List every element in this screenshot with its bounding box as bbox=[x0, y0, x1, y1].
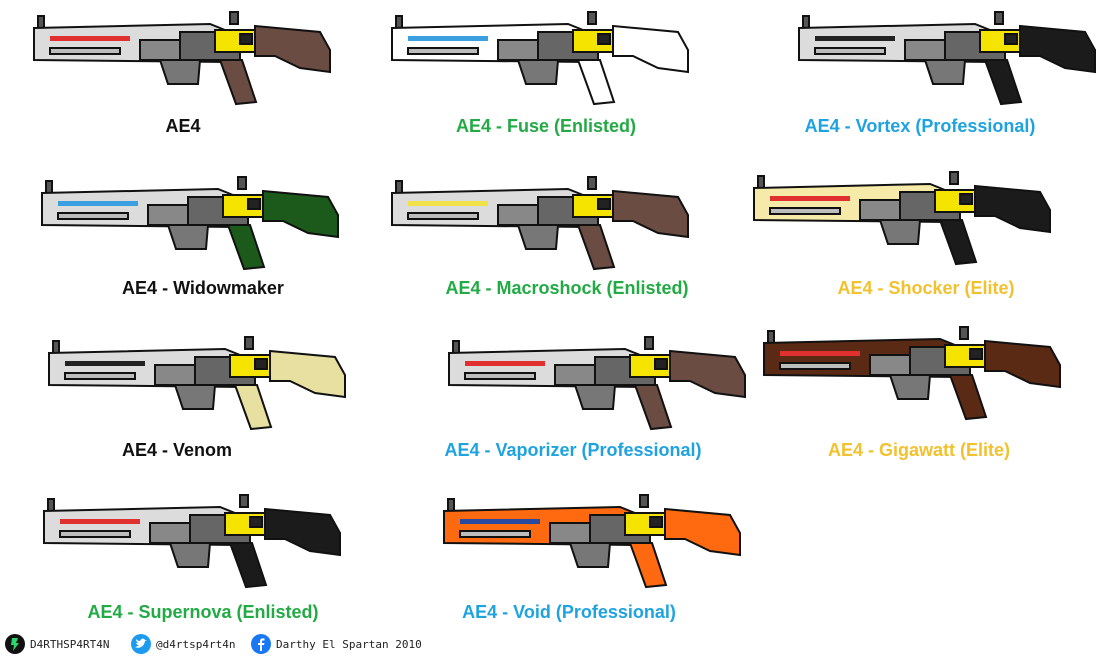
weapon-name-label: AE4 - Vaporizer (Professional) bbox=[444, 440, 702, 460]
weapon-card-9 bbox=[40, 493, 360, 593]
weapon-card-8 bbox=[760, 325, 1080, 425]
weapon-name-label: AE4 - Void (Professional) bbox=[462, 602, 676, 622]
weapon-card-7 bbox=[445, 335, 765, 435]
weapon-sprite bbox=[43, 494, 341, 589]
weapon-sprite bbox=[763, 326, 1061, 421]
weapon-sprite bbox=[41, 176, 339, 271]
credit-deviantart[interactable]: D4RTHSP4RT4N bbox=[4, 632, 109, 656]
weapon-name-label: AE4 - Vortex (Professional) bbox=[804, 116, 1036, 136]
weapon-card-1 bbox=[388, 10, 708, 110]
facebook-icon bbox=[251, 634, 271, 654]
weapon-card-5 bbox=[750, 170, 1070, 270]
weapon-sprite bbox=[798, 11, 1096, 106]
weapon-name-label: AE4 - Macroshock (Enlisted) bbox=[445, 278, 689, 298]
weapon-name-label: AE4 - Venom bbox=[121, 440, 233, 460]
weapon-name-label: AE4 - Supernova (Enlisted) bbox=[87, 602, 319, 622]
weapon-sprite bbox=[391, 11, 689, 106]
credit-handle-1: D4RTHSP4RT4N bbox=[30, 637, 110, 651]
weapon-card-6 bbox=[45, 335, 365, 435]
weapon-sprite bbox=[753, 171, 1051, 266]
credit-handle-2: @d4rtsp4rt4n bbox=[156, 637, 236, 651]
weapon-sprite bbox=[448, 336, 746, 431]
weapon-card-10 bbox=[440, 493, 760, 593]
weapon-name-label: AE4 - Shocker (Elite) bbox=[837, 278, 1015, 298]
weapon-sprite bbox=[33, 11, 331, 106]
credit-twitter[interactable]: @d4rtsp4rt4n bbox=[130, 632, 235, 656]
weapon-name-label: AE4 - Fuse (Enlisted) bbox=[455, 116, 637, 136]
credit-handle-3: Darthy El Spartan 2010 bbox=[276, 637, 422, 651]
weapon-sprite bbox=[391, 176, 689, 271]
weapon-sprite bbox=[443, 494, 741, 589]
weapon-name-label: AE4 - Widowmaker bbox=[122, 278, 284, 298]
weapon-sprite bbox=[48, 336, 346, 431]
deviantart-icon bbox=[5, 634, 25, 654]
credits-bar: D4RTHSP4RT4N @d4rtsp4rt4n Darthy El Spar… bbox=[0, 628, 1120, 660]
twitter-icon bbox=[131, 634, 151, 654]
weapon-card-3 bbox=[38, 175, 358, 275]
weapon-name-label: AE4 bbox=[165, 116, 201, 136]
weapon-card-2 bbox=[795, 10, 1115, 110]
weapon-name-label: AE4 - Gigawatt (Elite) bbox=[827, 440, 1011, 460]
weapon-card-0 bbox=[30, 10, 350, 110]
weapon-card-4 bbox=[388, 175, 708, 275]
credit-facebook[interactable]: Darthy El Spartan 2010 bbox=[250, 632, 422, 656]
